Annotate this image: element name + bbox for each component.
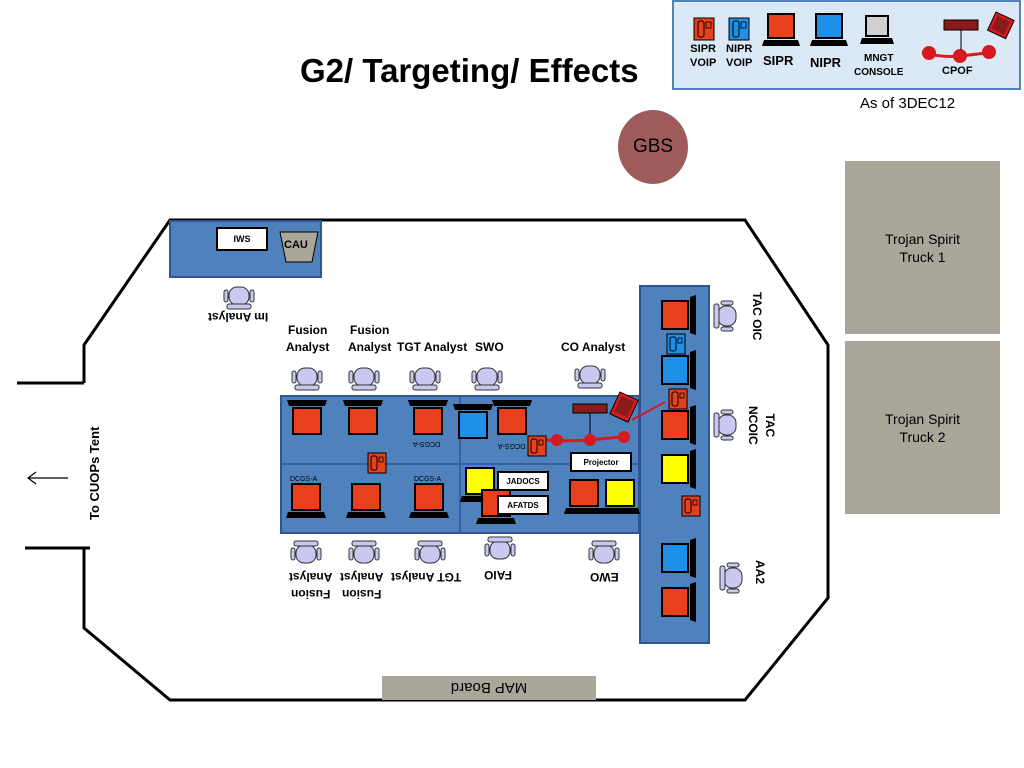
gbs-circle: GBS [618, 110, 688, 184]
dcgs-label-4: DCGS-A [498, 442, 526, 449]
phone-sipr-voip-icon [527, 435, 547, 457]
legend-panel: SIPR VOIP NIPR VOIP SIPR NIPR MNGT CONSO… [672, 0, 1021, 90]
laptop-nipr [661, 538, 696, 578]
cau-label: CAU [284, 239, 308, 251]
laptop-sipr [343, 400, 383, 435]
dcgs-label-3: DCGS-A [413, 440, 441, 447]
as-of-date: As of 3DEC12 [860, 95, 956, 112]
laptop-sipr [661, 405, 696, 445]
legend-cpof-label: CPOF [942, 65, 973, 77]
top-label-fusion-analyst-2: Fusion Analyst [348, 323, 392, 354]
chair-icon [348, 367, 380, 391]
sipr-laptop-icon [762, 13, 800, 46]
right-label-tac-ncoic: TAC NCOIC [746, 406, 777, 445]
chair-icon [574, 365, 606, 389]
trojan-spirit-truck-2: Trojan Spirit Truck 2 [844, 340, 1001, 515]
bottom-label-tgt-analyst: TGT Analyst [391, 570, 462, 584]
exit-label: To CUOPs Tent [87, 426, 102, 520]
chair-icon [713, 300, 737, 332]
legend-sipr-voip-label: SIPR VOIP [690, 43, 717, 69]
cpof-icon [921, 11, 1015, 63]
jadocs-box: JADOCS [497, 471, 549, 491]
chair-icon [414, 540, 446, 564]
bottom-label-fusion-analyst-1: Fusion Analyst [289, 570, 333, 601]
nipr-laptop-icon [810, 13, 848, 46]
nipr-voip-icon [728, 17, 750, 41]
laptop-sipr [492, 400, 532, 435]
top-label-co-analyst: CO Analyst [561, 340, 626, 354]
afatds-box: AFATDS [497, 495, 549, 515]
cau-shape [279, 231, 319, 263]
arrow-left-icon [27, 471, 68, 485]
top-label-fusion-analyst-1: Fusion Analyst [286, 323, 330, 354]
legend-sipr-label: SIPR [763, 53, 794, 68]
right-label-tac-oic: TAC OIC [750, 292, 764, 341]
projector-box: Projector [570, 452, 632, 472]
laptop-yellow [661, 449, 696, 489]
iws-box: IWS [216, 227, 268, 251]
laptop-yellow [600, 479, 640, 514]
phone-nipr-voip-icon [666, 333, 686, 355]
dcgs-label-1: DCGS-A [290, 476, 318, 483]
laptop-sipr [661, 295, 696, 335]
mngt-console-icon [860, 15, 894, 44]
bottom-label-fusion-analyst-2: Fusion Analyst [340, 570, 384, 601]
trojan-spirit-truck-1: Trojan Spirit Truck 1 [844, 160, 1001, 335]
chair-icon [290, 540, 322, 564]
laptop-sipr [287, 400, 327, 435]
cpof-station-icon [536, 391, 639, 446]
legend-nipr-voip-label: NIPR VOIP [726, 43, 753, 69]
top-label-tgt-analyst: TGT Analyst [397, 340, 468, 354]
phone-sipr-voip-icon [367, 452, 387, 474]
bottom-label-ewo: EWO [590, 570, 619, 584]
chair-icon [713, 409, 737, 441]
chair-icon [348, 540, 380, 564]
sipr-voip-icon [693, 17, 715, 41]
laptop-sipr [661, 582, 696, 622]
tent-outline [82, 218, 830, 702]
laptop-nipr [453, 404, 493, 439]
chair-icon [484, 536, 516, 560]
legend-mngt-label: MNGT CONSOLE [854, 53, 904, 78]
chair-icon [409, 367, 441, 391]
im-analyst-label: Im Analyst [208, 310, 269, 324]
dcgs-label-2: DCGS-A [414, 476, 442, 483]
legend-icons [693, 11, 1015, 63]
phone-sipr-voip-icon [668, 388, 688, 410]
laptop-nipr [661, 350, 696, 390]
chair-icon [719, 562, 743, 594]
laptop-sipr [286, 483, 326, 518]
phone-sipr-voip-icon [681, 495, 701, 517]
chair-icon [471, 367, 503, 391]
chair-icon [223, 286, 255, 310]
chair-icon [291, 367, 323, 391]
laptop-sipr [346, 483, 386, 518]
bottom-label-faio: FAIO [484, 568, 513, 582]
chair-icon [588, 540, 620, 564]
page-title: G2/ Targeting/ Effects [300, 52, 639, 89]
legend-nipr-label: NIPR [810, 55, 842, 70]
top-label-swo: SWO [475, 340, 504, 354]
laptop-sipr [409, 483, 449, 518]
map-board: MAP Board [382, 676, 596, 700]
laptop-sipr [564, 479, 604, 514]
laptop-sipr [408, 400, 448, 435]
right-label-aa2: AA2 [753, 560, 767, 585]
